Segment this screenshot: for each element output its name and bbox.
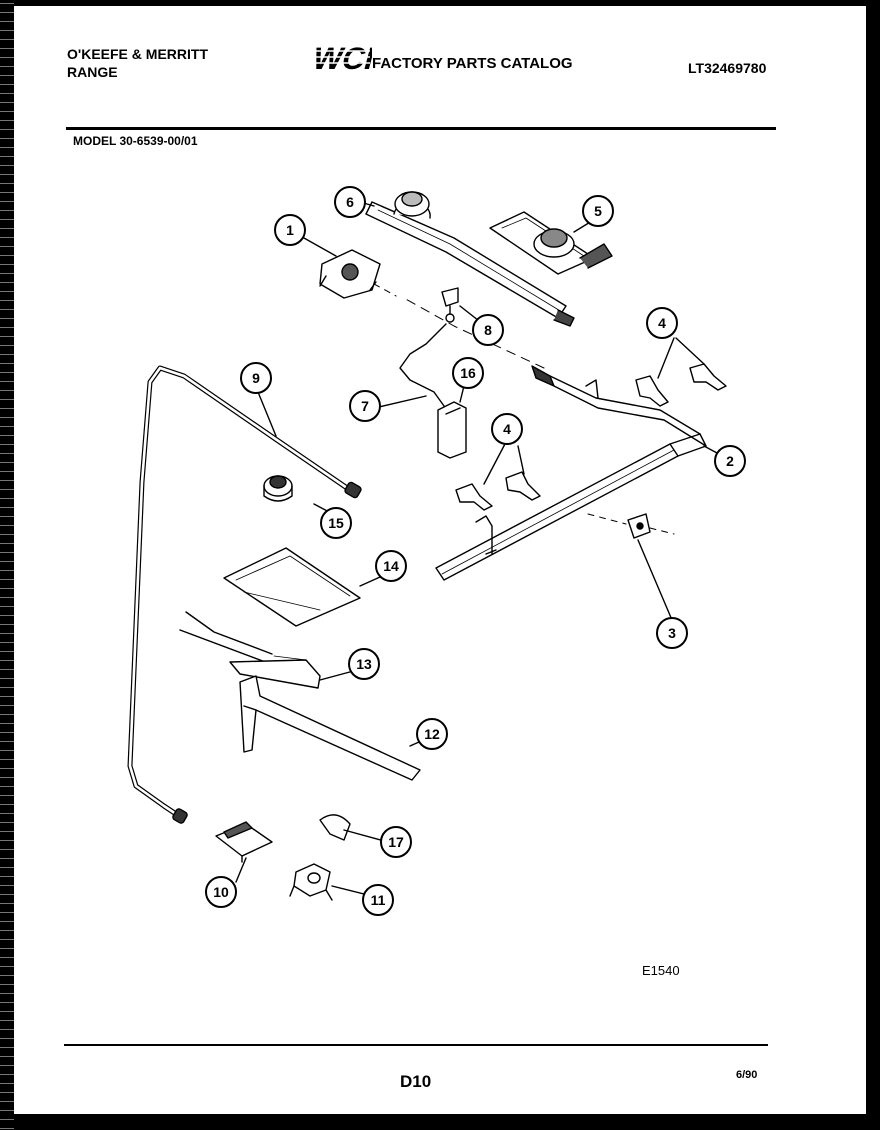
callout-label: 6	[346, 194, 354, 210]
callout-7: 7	[349, 390, 381, 422]
callout-label: 9	[252, 370, 260, 386]
exploded-parts-diagram: 1 2 3 4 4 5 6 7 8 9 10 11 12 13 14 15 16…	[127, 186, 746, 916]
callout-15: 15	[320, 507, 352, 539]
callout-1: 1	[274, 214, 306, 246]
callout-label: 8	[484, 322, 492, 338]
callout-13: 13	[348, 648, 380, 680]
wci-logo: WCI	[308, 42, 372, 74]
callout-16: 16	[452, 357, 484, 389]
callout-label: 2	[726, 453, 734, 469]
catalog-number: LT32469780	[688, 60, 767, 76]
callout-3: 3	[656, 617, 688, 649]
callout-4b: 4	[491, 413, 523, 445]
callout-4a: 4	[646, 307, 678, 339]
callout-6: 6	[334, 186, 366, 218]
catalog-title: FACTORY PARTS CATALOG	[372, 55, 573, 72]
wci-logo-text: WCI	[309, 42, 372, 74]
scan-edge	[0, 0, 14, 1130]
callout-9: 9	[240, 362, 272, 394]
callout-8: 8	[472, 314, 504, 346]
callout-label: 4	[658, 315, 666, 331]
callout-label: 7	[361, 398, 369, 414]
footer-rule	[64, 1044, 768, 1046]
callout-label: 12	[424, 726, 440, 742]
callout-14: 14	[375, 550, 407, 582]
figure-code: E1540	[642, 963, 680, 978]
page-number: D10	[400, 1072, 432, 1091]
callout-label: 11	[371, 892, 386, 908]
callout-group: 1 2 3 4 4 5 6 7 8 9 10 11 12 13 14 15 16…	[205, 186, 746, 916]
callout-label: 14	[383, 558, 399, 574]
product-type: RANGE	[67, 64, 118, 80]
callout-label: 13	[356, 656, 372, 672]
callout-label: 16	[460, 365, 476, 381]
catalog-page: O'KEEFE & MERRITT RANGE WCI FACTORY PART…	[14, 6, 866, 1114]
callout-label: 4	[503, 421, 511, 437]
callout-label: 3	[668, 625, 676, 641]
callout-17: 17	[380, 826, 412, 858]
callout-10: 10	[205, 876, 237, 908]
callout-2: 2	[714, 445, 746, 477]
model-label: MODEL 30-6539-00/01	[73, 134, 198, 148]
callout-11: 11	[362, 884, 394, 916]
header-rule	[66, 127, 776, 130]
brand-name: O'KEEFE & MERRITT	[67, 46, 208, 62]
revision-date: 6/90	[736, 1069, 758, 1081]
callout-label: 10	[213, 884, 229, 900]
callout-label: 1	[286, 222, 294, 238]
callout-label: 17	[388, 834, 404, 850]
callout-label: 15	[328, 515, 344, 531]
callout-12: 12	[416, 718, 448, 750]
callout-label: 5	[594, 203, 602, 219]
callout-5: 5	[582, 195, 614, 227]
